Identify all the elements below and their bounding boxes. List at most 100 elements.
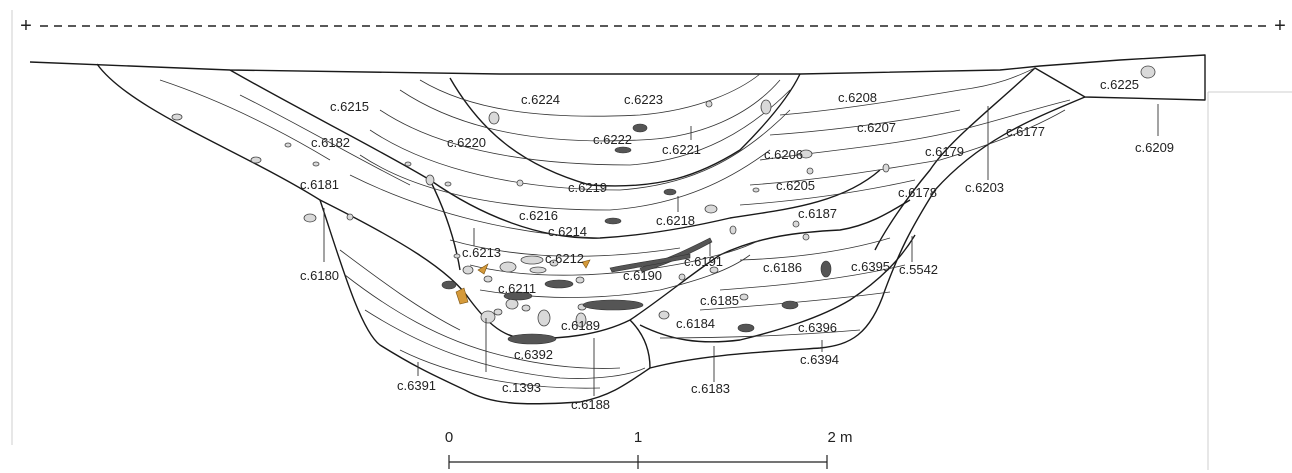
- context-label: c.6211: [498, 281, 536, 296]
- stone: [882, 163, 890, 173]
- ochre-fragment: [477, 263, 489, 275]
- context-label: c.6179: [925, 144, 964, 159]
- pit-cut-outer: [96, 63, 1086, 405]
- stone: [799, 149, 813, 159]
- charcoal: [820, 260, 832, 278]
- charcoal: [614, 146, 632, 154]
- charcoal: [663, 188, 677, 196]
- context-label: c.6186: [763, 260, 802, 275]
- context-label: c.6177: [1006, 124, 1045, 139]
- cut-6183-edge: [629, 319, 651, 369]
- context-label: c.6395: [851, 259, 890, 274]
- stone: [529, 266, 547, 274]
- context-label: c.6396: [798, 320, 837, 335]
- context-label: c.6222: [593, 132, 632, 147]
- context-label: c.6185: [700, 293, 739, 308]
- context-label: c.6190: [623, 268, 662, 283]
- stone: [575, 312, 587, 328]
- stone: [404, 161, 412, 167]
- context-label: c.6191: [684, 254, 723, 269]
- stone: [505, 298, 519, 310]
- stone: [521, 304, 531, 312]
- stone: [480, 310, 496, 324]
- charcoal: [609, 253, 691, 273]
- charcoal: [781, 300, 799, 310]
- context-label: c.6182: [311, 135, 350, 150]
- scale-tick-label: 1: [634, 429, 642, 446]
- charcoal: [441, 280, 457, 290]
- stone: [483, 275, 493, 283]
- stone: [678, 273, 686, 281]
- context-label: c.5542: [899, 262, 938, 277]
- context-label: c.6188: [571, 397, 610, 412]
- context-labels: c.6224 c.6223 c.6215 c.6220 c.6222 c.622…: [300, 77, 1174, 412]
- stone: [549, 259, 559, 267]
- context-label: c.6203: [965, 180, 1004, 195]
- context-label: c.6208: [838, 90, 877, 105]
- context-label: c.6206: [764, 147, 803, 162]
- cut-6216-edge: [429, 169, 881, 239]
- context-label: c.6224: [521, 92, 560, 107]
- charcoal: [507, 333, 557, 345]
- stones: [171, 65, 1156, 328]
- charcoal: [604, 217, 622, 225]
- stone: [520, 255, 544, 265]
- datum-mark-right: +: [1274, 15, 1286, 37]
- cut-6180-edge: [319, 199, 911, 340]
- context-label: c.6216: [519, 208, 558, 223]
- context-label: c.1393: [502, 380, 541, 395]
- context-label: c.6212: [545, 251, 584, 266]
- leader-lines: [323, 104, 1159, 396]
- context-label: c.6391: [397, 378, 436, 393]
- stone: [499, 261, 517, 273]
- feature-boundaries: [29, 54, 1206, 405]
- context-label: c.6178: [898, 185, 937, 200]
- context-label: c.6213: [462, 245, 501, 260]
- stone: [575, 276, 585, 284]
- stone: [658, 310, 670, 320]
- ochre-fragments: [455, 259, 591, 305]
- stone: [802, 233, 810, 241]
- stone: [537, 309, 551, 327]
- context-label: c.6225: [1100, 77, 1139, 92]
- stone: [346, 213, 354, 221]
- stone: [752, 187, 760, 193]
- stone: [453, 253, 461, 259]
- charcoal: [632, 123, 648, 133]
- context-label: c.6189: [561, 318, 600, 333]
- stone: [1140, 65, 1156, 79]
- charcoal: [544, 279, 574, 289]
- stone: [806, 167, 814, 175]
- stone: [444, 181, 452, 187]
- context-label: c.6215: [330, 99, 369, 114]
- stone: [171, 113, 183, 121]
- context-label: c.6220: [447, 135, 486, 150]
- ochre-fragment: [581, 259, 591, 269]
- ground-surface: [29, 54, 1206, 101]
- charcoal: [503, 291, 533, 301]
- stone: [250, 156, 262, 164]
- stone: [709, 266, 719, 274]
- stone: [303, 213, 317, 223]
- stone: [516, 179, 524, 187]
- charcoal-lenses: [441, 123, 832, 345]
- context-label: c.6209: [1135, 140, 1174, 155]
- strata-lines: [159, 67, 1071, 389]
- stone: [792, 220, 800, 228]
- scale-tick-label: 2 m: [827, 429, 852, 446]
- datum-mark-left: +: [20, 15, 32, 37]
- cut-6221-edge: [449, 73, 801, 187]
- stone: [425, 174, 435, 186]
- stone: [705, 100, 713, 108]
- scale-tick-label: 0: [445, 429, 453, 446]
- context-label: c.6394: [800, 352, 839, 367]
- context-label: c.6187: [798, 206, 837, 221]
- stone: [729, 225, 737, 235]
- scale-bar: 0 1 2 m: [445, 429, 853, 469]
- context-label: c.6180: [300, 268, 339, 283]
- stone: [704, 204, 718, 214]
- context-label: c.6205: [776, 178, 815, 193]
- context-label: c.6223: [624, 92, 663, 107]
- context-label: c.6207: [857, 120, 896, 135]
- context-label: c.6214: [548, 224, 587, 239]
